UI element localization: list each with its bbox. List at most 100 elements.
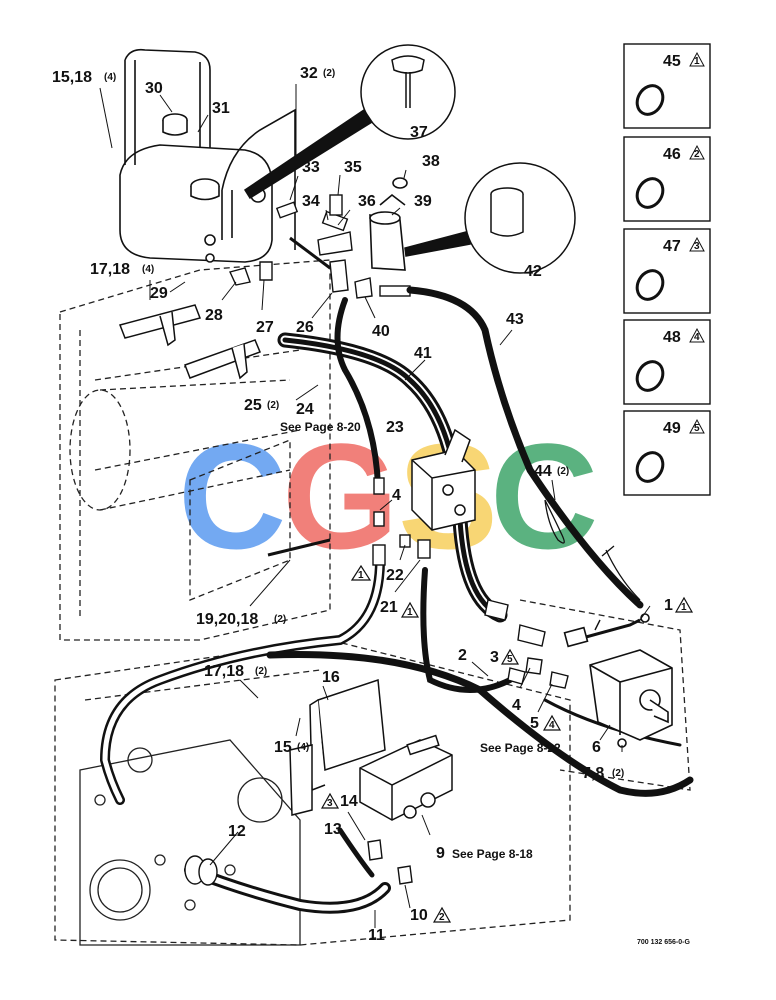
hydraulic-hoses <box>99 286 694 914</box>
callout-41: 41 <box>414 345 432 362</box>
callout-17-18-top: 17,18 <box>90 261 130 278</box>
callout-17-18-bottom-qty: (2) <box>255 666 267 677</box>
callout-44: 44 <box>534 463 552 480</box>
return-filter <box>369 177 408 271</box>
inset-37 <box>243 44 456 200</box>
callout-17-18-bottom: 17,18 <box>204 663 244 680</box>
watermark: C G S C <box>178 412 598 580</box>
svg-text:1: 1 <box>358 570 364 581</box>
callout-38: 38 <box>422 153 440 170</box>
flag-1-near-21: 1 <box>400 601 420 618</box>
callout-15-qty: (4) <box>297 742 309 753</box>
callout-28: 28 <box>205 307 223 324</box>
revision-flags: 1 1 1 5 4 3 2 <box>320 564 694 923</box>
callout-9: 9 <box>436 845 445 862</box>
reservoir-tank <box>119 48 296 263</box>
callout-4-bottom: 4 <box>512 697 521 714</box>
inset-45-number: 45 <box>663 53 681 70</box>
pump-fittings <box>484 599 601 689</box>
tank-brackets <box>119 304 261 380</box>
callout-29: 29 <box>150 285 168 302</box>
inset-box-47: 47 3 <box>623 228 711 314</box>
callout-24: 24 <box>296 401 314 418</box>
callout-26: 26 <box>296 319 314 336</box>
callout-7-8-qty: (2) <box>612 768 624 779</box>
svg-text:4: 4 <box>549 720 555 731</box>
callout-35: 35 <box>344 159 362 176</box>
inset-49-flag: 5 <box>694 423 700 434</box>
callout-7-8: 7,8 <box>582 765 604 782</box>
callout-25: 25 <box>244 397 262 414</box>
inset-49-number: 49 <box>663 420 681 437</box>
callout-37: 37 <box>410 124 428 141</box>
document-number: 700 132 656-0-G <box>637 939 690 946</box>
callout-15: 15 <box>274 739 292 756</box>
cable-ties-44 <box>544 499 641 601</box>
flag-3-near-14: 3 <box>320 792 340 809</box>
callout-27: 27 <box>256 319 274 336</box>
mounting-bracket-16 <box>289 678 386 816</box>
leader-lines <box>99 84 651 928</box>
callout-labels: 15,18 (4) 30 31 32 (2) 37 33 35 38 34 36… <box>52 65 673 944</box>
svg-text:1: 1 <box>681 602 687 613</box>
callout-1: 1 <box>664 597 673 614</box>
reference-page-8-18: See Page 8-18 <box>452 847 533 861</box>
machine-frame <box>54 259 691 946</box>
callout-6: 6 <box>592 739 601 756</box>
callout-2: 2 <box>458 647 467 664</box>
watermark-letter-1: C <box>178 412 286 580</box>
valve-manifold-23 <box>411 428 476 531</box>
inset-48-number: 48 <box>663 329 681 346</box>
callout-10: 10 <box>410 907 428 924</box>
callout-11: 11 <box>368 927 385 944</box>
callout-43: 43 <box>506 311 524 328</box>
inset-box-49: 49 5 <box>623 410 711 496</box>
callout-32-qty: (2) <box>323 68 335 79</box>
inset-47-number: 47 <box>663 238 681 255</box>
inset-box-48: 48 4 <box>623 319 711 405</box>
inset-46-number: 46 <box>663 146 681 163</box>
flag-2-near-10: 2 <box>432 906 452 923</box>
inset-42 <box>404 162 576 274</box>
callout-36: 36 <box>358 193 376 210</box>
callout-34: 34 <box>302 193 320 210</box>
callout-42: 42 <box>524 263 542 280</box>
callout-19-20-18-qty: (2) <box>274 614 286 625</box>
callout-40: 40 <box>372 323 390 340</box>
callout-14: 14 <box>340 793 358 810</box>
callout-3: 3 <box>490 649 499 666</box>
inset-47-flag: 3 <box>694 241 700 252</box>
flag-4-near-5: 4 <box>542 714 562 731</box>
svg-text:3: 3 <box>327 798 333 809</box>
callout-44-qty: (2) <box>557 466 569 477</box>
reference-page-8-22: See Page 8-22 <box>480 741 561 755</box>
svg-text:2: 2 <box>439 912 445 923</box>
callout-23: 23 <box>386 419 404 436</box>
callout-15-18-qty: (4) <box>104 72 116 83</box>
callout-5: 5 <box>530 715 539 732</box>
inset-box-45: 45 1 <box>623 43 711 129</box>
o-ring-insets: 45 1 46 2 47 3 48 4 49 <box>623 43 711 496</box>
svg-text:1: 1 <box>407 607 413 618</box>
callout-13: 13 <box>324 821 342 838</box>
callout-17-18-top-qty: (4) <box>142 264 154 275</box>
flag-1-near-1: 1 <box>674 596 694 613</box>
svg-text:5: 5 <box>507 654 513 665</box>
tank-fittings <box>229 194 411 299</box>
callout-19-20-18: 19,20,18 <box>196 611 258 628</box>
callout-30: 30 <box>145 80 163 97</box>
control-valve-9 <box>359 734 453 821</box>
callout-22: 22 <box>386 567 404 584</box>
callout-4-top: 4 <box>392 487 401 504</box>
inset-45-flag: 1 <box>694 56 700 67</box>
callout-33: 33 <box>302 159 320 176</box>
bottom-fittings <box>184 839 413 886</box>
callout-32: 32 <box>300 65 318 82</box>
flag-5-near-3: 5 <box>500 648 520 665</box>
inset-48-flag: 4 <box>694 332 700 343</box>
hydraulic-pump-6 <box>563 613 673 748</box>
callout-12: 12 <box>228 823 246 840</box>
callout-15-18: 15,18 <box>52 69 92 86</box>
callout-21: 21 <box>380 599 398 616</box>
